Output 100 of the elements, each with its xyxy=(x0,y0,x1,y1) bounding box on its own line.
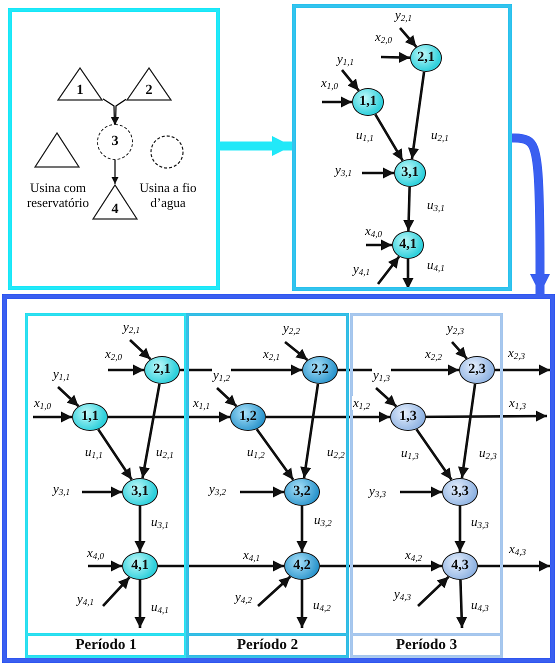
flow-arrow xyxy=(134,580,146,628)
period-label: Período 2 xyxy=(236,637,300,654)
node-ellipse xyxy=(144,356,180,384)
node-label: 3,3 xyxy=(450,485,470,499)
node-label: 4,1 xyxy=(130,559,150,573)
flow-arrow xyxy=(102,98,118,124)
flow-arrow xyxy=(296,506,308,552)
period-label: Período 1 xyxy=(74,637,138,654)
node-ellipse xyxy=(442,478,478,506)
flow-arrow xyxy=(380,52,410,63)
flow-arrow xyxy=(158,560,284,572)
flow-arrow xyxy=(134,506,146,552)
node-label: 4,1 xyxy=(398,238,418,252)
node-number: 2 xyxy=(144,84,154,98)
flow-arrow xyxy=(375,387,398,408)
flow-arrow xyxy=(33,412,72,422)
node-ellipse xyxy=(352,88,384,116)
node-ellipse xyxy=(394,159,426,187)
node-number: 4 xyxy=(110,203,120,217)
flow-arrow xyxy=(478,560,550,572)
flow-arrow xyxy=(57,386,80,408)
node-label: 1,3 xyxy=(398,410,418,424)
flow-arrow xyxy=(458,384,476,478)
flow-arrow xyxy=(399,27,418,48)
flow-label: x$_{1,2}$ xyxy=(352,396,372,410)
flow-arrow xyxy=(300,384,320,478)
node-ellipse xyxy=(390,403,426,431)
flow-arrow xyxy=(456,580,468,628)
flow-arrow xyxy=(400,486,442,498)
flow-arrow xyxy=(374,114,404,162)
node-label: 1,2 xyxy=(238,410,258,424)
node-ellipse xyxy=(122,552,158,580)
legend-text: Usina a fio d’agua xyxy=(138,180,198,210)
flow-arrow xyxy=(88,560,122,572)
node-ellipse xyxy=(122,478,158,506)
flow-arrow xyxy=(341,69,360,92)
block-arrow xyxy=(510,134,550,294)
node-label: 4,2 xyxy=(292,559,312,573)
reservoir-plant-triangle xyxy=(92,184,138,220)
flow-arrow xyxy=(417,576,450,607)
diagram-panel xyxy=(8,8,220,290)
node-ellipse xyxy=(284,552,320,580)
flow-arrow xyxy=(180,364,302,376)
flow-arrow xyxy=(266,412,390,422)
flow-label: y$_{1,2}$ xyxy=(212,368,232,382)
flow-arrow xyxy=(366,240,392,250)
node-ellipse xyxy=(230,403,266,431)
node-label: 2,3 xyxy=(467,363,487,377)
flow-arrow xyxy=(112,98,126,124)
flow-arrow xyxy=(296,580,308,628)
flow-arrow xyxy=(338,364,459,376)
node-ellipse xyxy=(392,231,424,259)
flow-arrow xyxy=(402,259,414,289)
flow-arrow xyxy=(257,576,292,607)
reservoir-plant-triangle xyxy=(126,67,172,101)
block-arrow xyxy=(220,136,292,156)
node-ellipse xyxy=(284,478,320,506)
node-label: 2,1 xyxy=(416,51,436,65)
flow-arrow xyxy=(112,160,118,184)
flow-arrow xyxy=(322,96,352,108)
flow-arrow xyxy=(376,256,400,285)
node-ellipse xyxy=(459,356,495,384)
node-label: 3,1 xyxy=(130,485,150,499)
node-number: 1 xyxy=(76,84,84,98)
flow-arrow xyxy=(216,387,238,408)
node-ellipse xyxy=(442,552,478,580)
node-label: 4,3 xyxy=(450,559,470,573)
node-label: 1,1 xyxy=(358,95,378,109)
flow-arrow xyxy=(408,72,426,160)
flow-arrow xyxy=(454,506,466,552)
node-ellipse xyxy=(410,44,442,72)
node-ellipse xyxy=(72,403,108,431)
flow-arrow xyxy=(320,560,442,572)
flow-arrow xyxy=(108,364,144,376)
flow-arrow xyxy=(284,340,308,361)
node-label: 3,1 xyxy=(400,166,420,180)
node-label: 2,1 xyxy=(152,363,172,377)
flow-arrow xyxy=(139,384,161,478)
node-label: 3,2 xyxy=(292,485,312,499)
flow-arrow xyxy=(129,339,152,360)
flow-arrow xyxy=(256,428,294,481)
flow-arrow xyxy=(451,341,468,360)
flow-arrow xyxy=(415,428,453,480)
flow-arrow xyxy=(108,412,230,422)
flow-arrow xyxy=(240,486,284,498)
flow-arrow xyxy=(82,486,122,498)
flow-arrow xyxy=(403,186,414,232)
flow-label: y$_{1,3}$ xyxy=(372,368,392,382)
node-label: 2,2 xyxy=(310,363,330,377)
flow-arrow xyxy=(102,576,130,607)
flow-arrow xyxy=(362,168,394,178)
flow-arrow xyxy=(97,428,133,480)
node-ellipse xyxy=(302,356,338,384)
node-label: 1,1 xyxy=(80,410,100,424)
legend-text: Usina com reservatório xyxy=(26,180,90,210)
flow-arrow xyxy=(426,410,547,422)
flow-arrow xyxy=(495,364,550,376)
node-label: 3 xyxy=(110,135,120,149)
reservoir-plant-triangle xyxy=(57,67,103,101)
period-label: Período 3 xyxy=(394,637,458,654)
